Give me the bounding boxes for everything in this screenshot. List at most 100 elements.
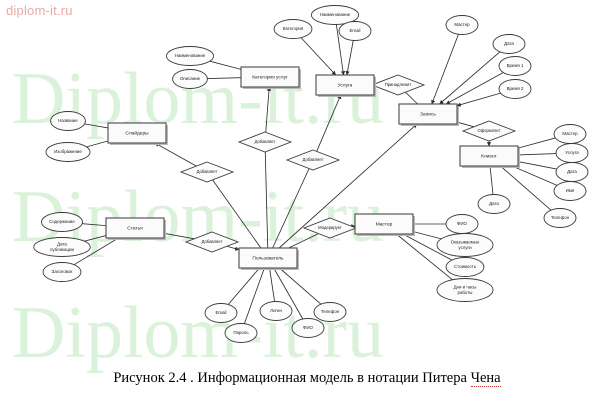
attribute-label: Время 1 bbox=[507, 63, 524, 68]
attribute-node: Мастер bbox=[445, 15, 479, 35]
attribute-node: Время 2 bbox=[498, 79, 532, 99]
attribute-label: Логин bbox=[270, 308, 282, 313]
attribute-label: Заголовок bbox=[52, 269, 73, 274]
svg-text:Описание: Описание bbox=[180, 76, 201, 81]
attribute-label: Время 2 bbox=[507, 86, 524, 91]
attribute-label: Телефон bbox=[551, 215, 570, 220]
er-edge bbox=[265, 86, 272, 133]
attribute-label: Стоимость bbox=[454, 264, 477, 269]
entity-node: Мастер bbox=[354, 213, 415, 236]
er-edge bbox=[84, 123, 109, 129]
attribute-label: Телефон bbox=[321, 309, 340, 314]
relationship-label: Добавляет bbox=[202, 239, 223, 244]
attribute-label: Категория bbox=[283, 26, 304, 31]
attribute-label: Изображение bbox=[54, 149, 82, 154]
svg-text:Телефон: Телефон bbox=[321, 309, 340, 314]
attribute-node: Мастер bbox=[553, 124, 587, 144]
er-edge bbox=[278, 123, 418, 249]
attribute-label: Пароль bbox=[233, 330, 249, 335]
svg-text:работы: работы bbox=[458, 290, 473, 295]
attribute-node: Email bbox=[204, 303, 238, 323]
er-edge bbox=[511, 165, 558, 186]
attribute-node: Описание bbox=[172, 69, 208, 89]
er-edge bbox=[439, 51, 501, 105]
attribute-node: Название bbox=[50, 111, 86, 131]
er-edge bbox=[82, 223, 107, 227]
attribute-node: Телефон bbox=[313, 302, 347, 322]
er-edge bbox=[163, 232, 195, 240]
svg-text:Имя: Имя bbox=[566, 188, 575, 193]
attribute-node: Услуга bbox=[555, 143, 589, 163]
entity-label: Статья bbox=[127, 225, 143, 231]
er-edge bbox=[489, 165, 494, 195]
entity-label: Пользователь bbox=[252, 255, 284, 261]
attribute-node: Содержание bbox=[41, 212, 83, 232]
svg-text:Дата: Дата bbox=[504, 41, 514, 46]
er-edge bbox=[456, 92, 501, 107]
svg-text:Пароль: Пароль bbox=[233, 330, 249, 335]
relationship-node: Добавляет bbox=[285, 149, 341, 171]
er-edge bbox=[500, 165, 552, 211]
relationship-node: Добавляет bbox=[237, 131, 293, 153]
svg-text:Дата: Дата bbox=[57, 242, 67, 247]
er-edge bbox=[226, 245, 240, 251]
svg-text:Время 1: Время 1 bbox=[507, 63, 524, 68]
er-edge bbox=[243, 267, 265, 324]
attribute-node: ФИО bbox=[445, 214, 479, 234]
attribute-node: Дата bbox=[492, 34, 526, 54]
er-edge bbox=[273, 267, 304, 320]
relationship-node: Оформляет bbox=[461, 120, 517, 142]
svg-text:ФИО: ФИО bbox=[457, 221, 467, 226]
er-edge bbox=[300, 37, 337, 76]
er-edge bbox=[84, 235, 107, 242]
entity-node: Запись bbox=[398, 103, 459, 126]
er-edge bbox=[207, 77, 242, 79]
node-group: НазваниеИзображениеНаименованиеОписаниеК… bbox=[33, 5, 589, 343]
entity-label: Мастер bbox=[376, 221, 393, 227]
er-edge bbox=[73, 237, 119, 266]
relationship-node: Модерирует bbox=[302, 217, 358, 239]
relationship-node: Добавляет bbox=[179, 161, 235, 183]
relationship-label: Добавляет bbox=[303, 157, 324, 162]
svg-text:Логин: Логин bbox=[270, 308, 282, 313]
attribute-label: Дата bbox=[504, 41, 514, 46]
attribute-node: Наименование bbox=[310, 5, 360, 25]
attribute-label: Описание bbox=[180, 76, 201, 81]
attribute-label: Имя bbox=[566, 188, 575, 193]
er-edge bbox=[86, 140, 109, 148]
svg-text:Название: Название bbox=[58, 118, 78, 123]
relationship-label: Добавляет bbox=[255, 139, 276, 144]
attribute-label: Мастер bbox=[562, 131, 578, 136]
svg-text:Изображение: Изображение bbox=[54, 149, 82, 154]
er-edge bbox=[412, 231, 442, 240]
er-edge bbox=[227, 267, 260, 305]
svg-text:Время 2: Время 2 bbox=[507, 86, 524, 91]
entity-node: Клиент bbox=[459, 145, 520, 168]
attribute-label: Email bbox=[350, 28, 361, 33]
caption-text: Рисунок 2.4 . Информационная модель в но… bbox=[113, 370, 471, 386]
er-edge bbox=[445, 72, 504, 105]
er-edge bbox=[402, 233, 453, 261]
relationship-label: Оформляет bbox=[477, 128, 500, 133]
relationship-node: Добавляет bbox=[184, 231, 240, 253]
entity-node: Пользователь bbox=[238, 247, 299, 270]
attribute-label: Мастер bbox=[454, 22, 470, 27]
svg-text:Услуга: Услуга bbox=[565, 150, 579, 155]
attribute-node: Имя bbox=[553, 181, 587, 201]
svg-text:Категория: Категория bbox=[283, 26, 304, 31]
attribute-label: Наименование bbox=[320, 12, 351, 17]
entity-label: Услуга bbox=[338, 82, 353, 88]
er-edge bbox=[405, 91, 418, 105]
entity-node: Услуга bbox=[315, 74, 376, 97]
svg-text:Наименование: Наименование bbox=[320, 12, 351, 17]
attribute-label: ФИО bbox=[457, 221, 467, 226]
svg-text:Дни и часы: Дни и часы bbox=[454, 285, 477, 290]
attribute-label: ФИО bbox=[303, 325, 313, 330]
entity-node: Слайдеры bbox=[107, 122, 168, 145]
svg-text:Email: Email bbox=[216, 310, 227, 315]
svg-text:Содержание: Содержание bbox=[49, 219, 75, 224]
